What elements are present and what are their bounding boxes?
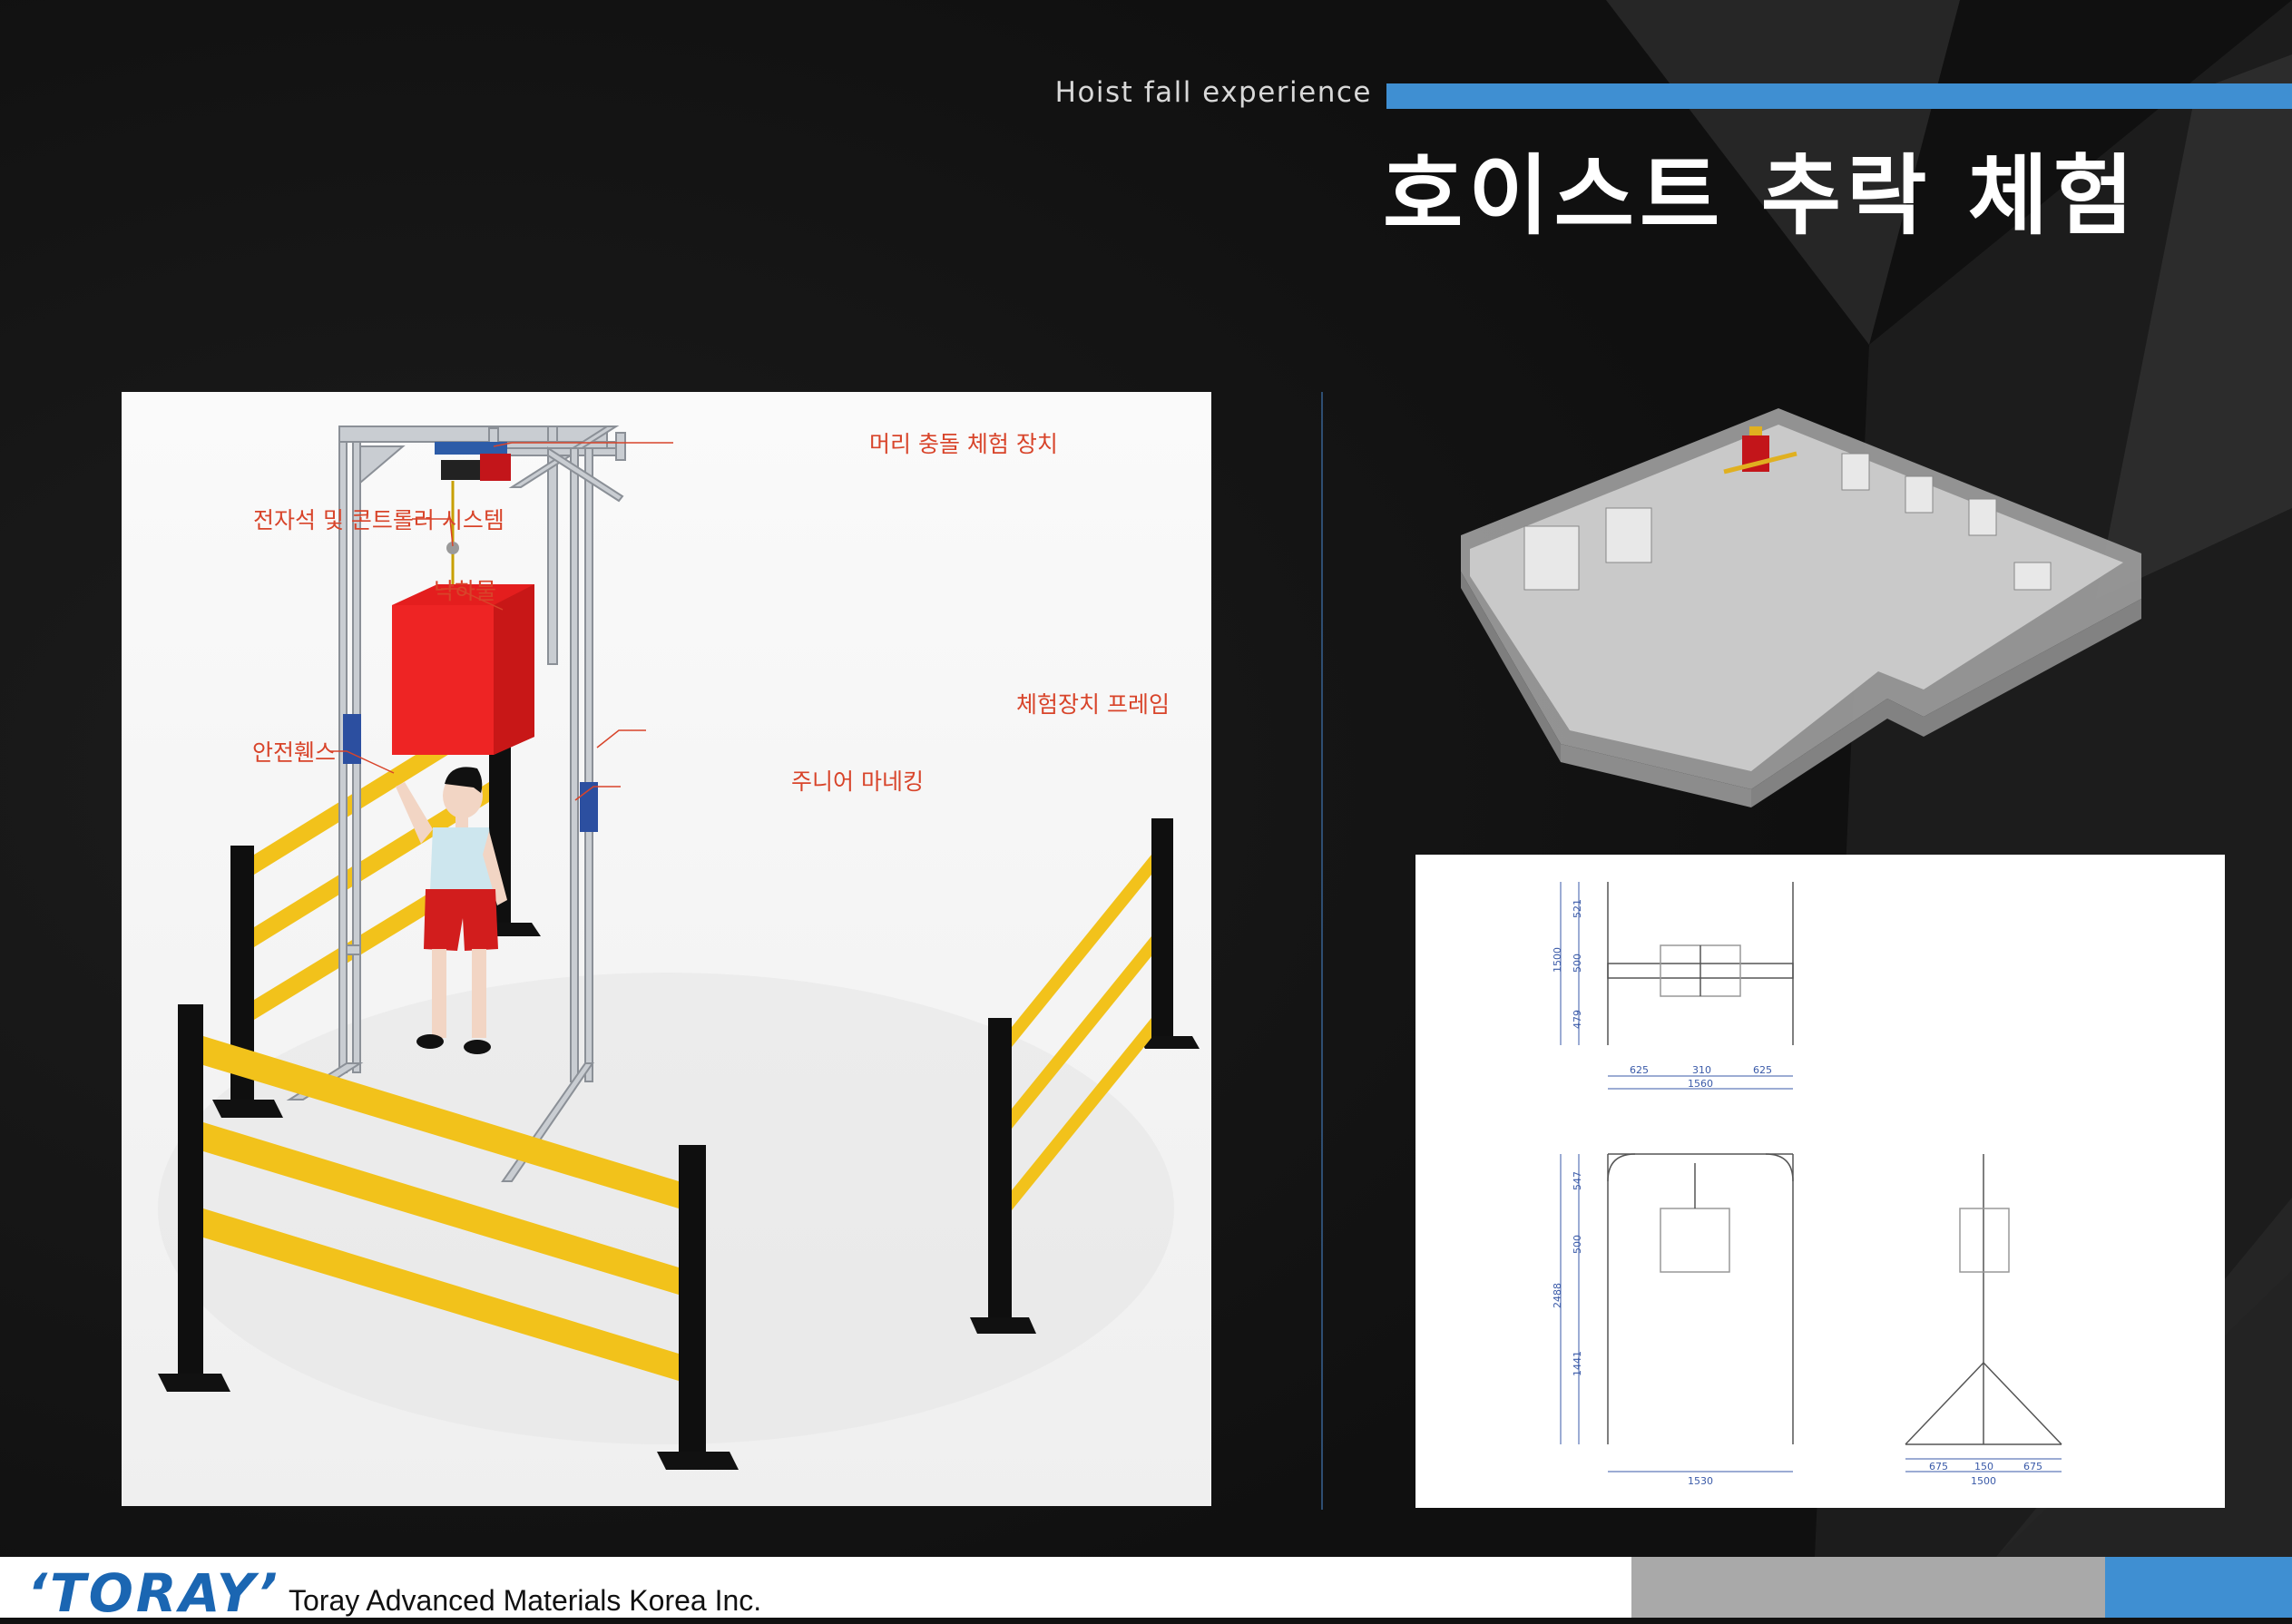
fence-post (679, 1145, 706, 1453)
dim-top-h3: 625 (1753, 1064, 1772, 1076)
hoist-trolley (435, 442, 507, 455)
fence-rail (203, 1122, 679, 1295)
room-3d-render (1452, 399, 2196, 826)
sensor-right (580, 782, 598, 832)
dim-top-h1: 625 (1630, 1064, 1649, 1076)
title-accent-bar (1386, 83, 2292, 109)
label-frame: 체험장치 프레임 (1016, 691, 1170, 718)
fence-rail (254, 782, 489, 947)
dim-top-v3: 479 (1572, 1010, 1583, 1029)
footer-grey-block (1631, 1557, 2105, 1618)
fence-rail (1012, 855, 1151, 1047)
label-electromagnet-controller: 전자석 및 콘트롤러 시스템 (253, 507, 504, 533)
dim-side-htotal: 1500 (1971, 1475, 1996, 1487)
label-safety-fence: 안전휀스 (252, 739, 337, 766)
main-illustration-panel: 머리 충돌 체험 장치 전자석 및 콘트롤러 시스템 낙하물 체험장치 프레임 … (122, 392, 1211, 1506)
technical-drawing: 521 500 479 1500 625 310 625 1560 547 50… (1552, 882, 2062, 1487)
fence-rail (1012, 936, 1151, 1129)
fence-rail (203, 1208, 679, 1381)
technical-drawing-panel: 521 500 479 1500 625 310 625 1560 547 50… (1415, 855, 2225, 1508)
dim-front-htotal: 1530 (1688, 1475, 1713, 1487)
dim-front-v1: 547 (1572, 1171, 1583, 1190)
dim-top-vtotal: 1500 (1552, 947, 1563, 973)
dim-side-h2: 150 (1974, 1461, 1993, 1472)
vertical-divider (1321, 392, 1323, 1510)
hoist-frame (286, 426, 626, 1182)
page-title: 호이스트 추락 체험 (1383, 145, 2140, 247)
hoist-rig-illustration (158, 426, 1200, 1470)
toray-logo: ‘TORAY’ (27, 1562, 280, 1624)
dim-top-htotal: 1560 (1688, 1078, 1713, 1090)
subtitle-english: Hoist fall experience (1054, 76, 1372, 109)
mannequin (396, 767, 507, 1054)
footer-blue-block (2105, 1557, 2292, 1618)
fence-post (988, 1018, 1012, 1317)
dim-front-v3: 1441 (1572, 1351, 1583, 1376)
dim-side-h3: 675 (2023, 1461, 2042, 1472)
label-head-collision-device: 머리 충돌 체험 장치 (869, 431, 1058, 457)
dim-top-v2: 500 (1572, 954, 1583, 973)
fence-rail (203, 1036, 679, 1208)
dim-front-v2: 500 (1572, 1235, 1583, 1254)
dim-front-vtotal: 2488 (1552, 1283, 1563, 1308)
dim-top-v1: 521 (1572, 899, 1583, 918)
fence-rail (1012, 1018, 1151, 1210)
dim-top-h2: 310 (1692, 1064, 1711, 1076)
dim-side-h1: 675 (1929, 1461, 1948, 1472)
label-falling-object: 낙하물 (434, 578, 497, 604)
label-junior-mannequin: 주니어 마네킹 (791, 768, 924, 795)
company-name: Toray Advanced Materials Korea Inc. (289, 1584, 762, 1617)
fence-post (178, 1004, 203, 1376)
fence-post (1151, 818, 1173, 1036)
